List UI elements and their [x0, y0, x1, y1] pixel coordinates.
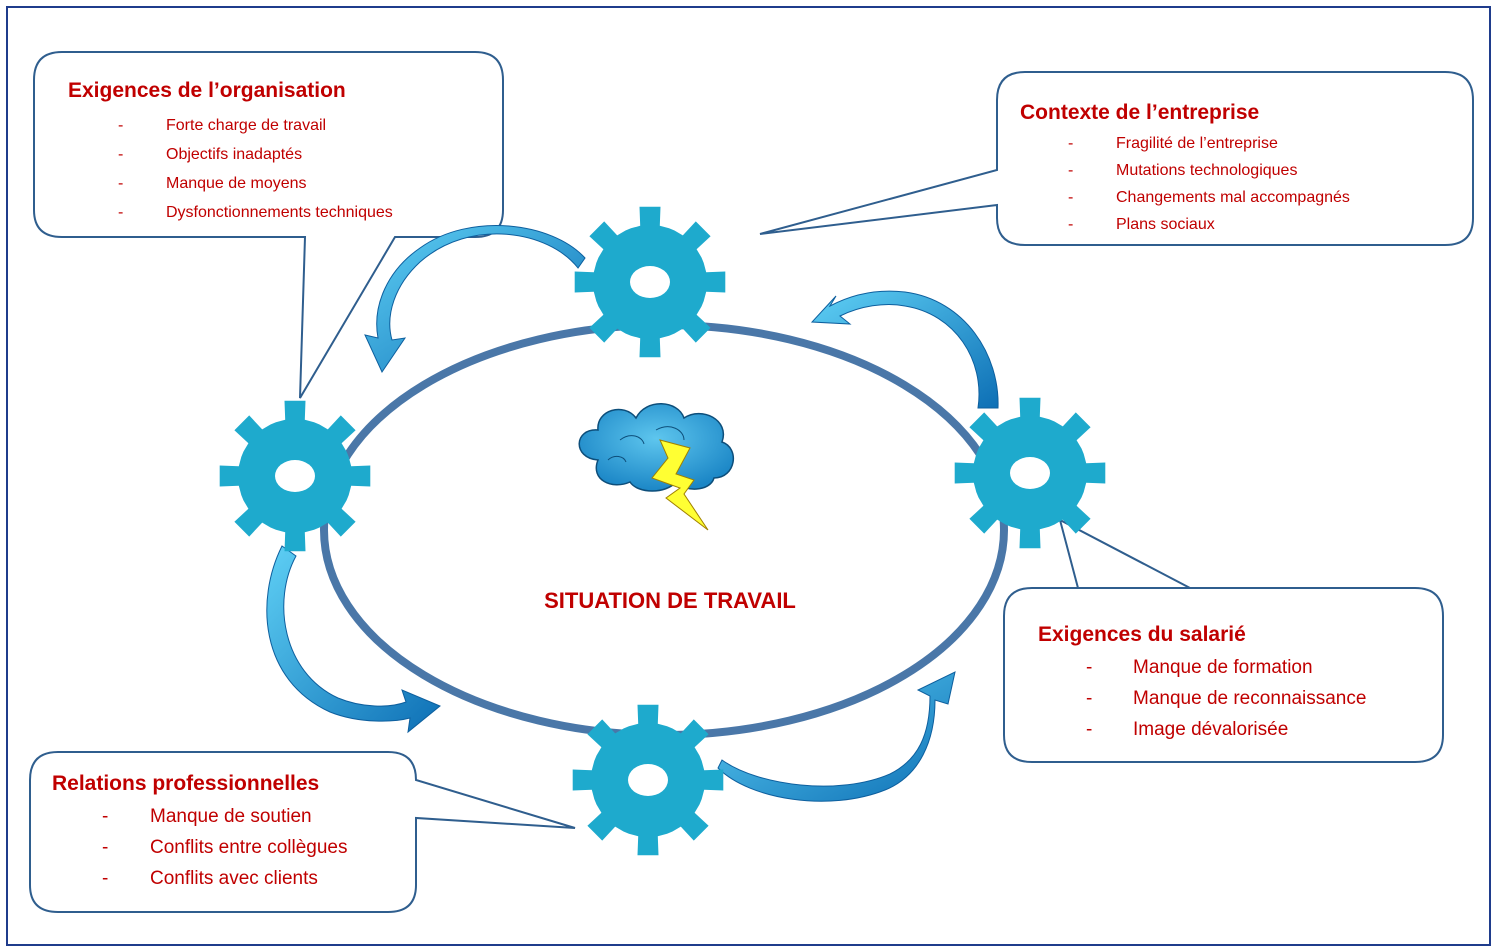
callout-relations-title: Relations professionnelles: [52, 772, 320, 795]
callout-relations-bubble: [29, 751, 576, 913]
list-item: -Fragilité de l’entreprise: [1068, 135, 1278, 152]
gear-icon: [572, 704, 724, 856]
curved-arrow-icon: [266, 545, 441, 734]
work-situation-ellipse: [320, 321, 1008, 739]
callout-entreprise-list: -Fragilité de l’entreprise -Mutations te…: [1020, 135, 1350, 243]
callout-salarie-list: -Manque de formation -Manque de reconnai…: [1038, 657, 1366, 750]
callout-organisation: Exigences de l’organisation -Forte charg…: [68, 79, 393, 233]
list-item: -Manque de reconnaissance: [1086, 688, 1367, 709]
list-item: -Manque de formation: [1086, 657, 1313, 678]
gear-icon: [574, 206, 726, 358]
gear-icon: [219, 400, 371, 552]
callout-relations: Relations professionnelles -Manque de so…: [52, 772, 348, 899]
gears-group: [219, 206, 1106, 856]
callout-organisation-title: Exigences de l’organisation: [68, 79, 346, 102]
callout-organisation-bubble: [33, 51, 504, 399]
callout-organisation-list: -Forte charge de travail -Objectifs inad…: [68, 117, 393, 233]
lightning-icon: [651, 439, 709, 531]
diagram-canvas: [29, 51, 1474, 913]
callout-salarie-title: Exigences du salarié: [1038, 623, 1246, 646]
arrows-group: [266, 224, 999, 802]
callout-salarie-bubble: [1003, 518, 1444, 763]
list-item: -Dysfonctionnements techniques: [118, 204, 393, 221]
callout-entreprise: Contexte de l’entreprise -Fragilité de l…: [1020, 101, 1350, 243]
list-item: -Conflits avec clients: [102, 868, 318, 889]
curved-arrow-icon: [364, 224, 586, 374]
center-label: SITUATION DE TRAVAIL: [544, 588, 796, 613]
callout-salarie: Exigences du salarié -Manque de formatio…: [1038, 623, 1366, 750]
callout-relations-list: -Manque de soutien -Conflits entre collè…: [52, 806, 348, 899]
callout-entreprise-bubble: [759, 71, 1474, 246]
list-item: -Conflits entre collègues: [102, 837, 348, 858]
storm-cloud-icon: [578, 403, 735, 492]
list-item: -Image dévalorisée: [1086, 719, 1289, 740]
list-item: -Mutations technologiques: [1068, 162, 1298, 179]
list-item: -Manque de soutien: [102, 806, 312, 827]
list-item: -Forte charge de travail: [118, 117, 327, 134]
list-item: -Manque de moyens: [118, 175, 307, 192]
curved-arrow-icon: [810, 290, 999, 409]
gear-icon: [954, 397, 1106, 549]
list-item: -Plans sociaux: [1068, 216, 1215, 233]
curved-arrow-icon: [717, 671, 956, 802]
list-item: -Objectifs inadaptés: [118, 146, 303, 163]
callout-entreprise-title: Contexte de l’entreprise: [1020, 101, 1260, 124]
list-item: -Changements mal accompagnés: [1068, 189, 1350, 206]
